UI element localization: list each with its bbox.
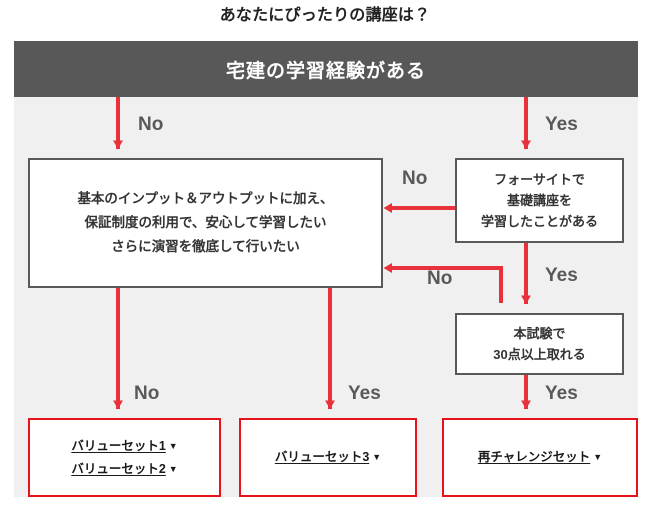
link-value-set-1[interactable]: バリューセット1 ▼ xyxy=(71,435,177,458)
result-box-value-set-3: バリューセット3 ▼ xyxy=(239,418,417,497)
flow-start-banner-label: 宅建の学習経験がある xyxy=(225,60,426,82)
edge-label-right-bottom-to-left: No xyxy=(427,268,453,289)
decision-node-left-text: 基本のインプット＆アウトプットに加え、 保証制度の利用で、安心して学習したい さ… xyxy=(77,191,334,254)
chevron-down-icon: ▼ xyxy=(168,440,178,451)
link-value-set-2-label: バリューセット2 xyxy=(71,461,166,476)
result-box-re-challenge-set: 再チャレンジセット ▼ xyxy=(442,418,638,497)
link-value-set-3[interactable]: バリューセット3 ▼ xyxy=(275,446,381,469)
edge-label-start-to-left: No xyxy=(138,114,164,135)
link-re-challenge-set-label: 再チャレンジセット xyxy=(477,450,591,464)
edge-label-right-bottom-to-result-3: Yes xyxy=(545,383,578,404)
edge-label-left-to-result-2: Yes xyxy=(348,383,381,404)
decision-node-right-top: フォーサイトで 基礎講座を 学習したことがある xyxy=(455,158,624,243)
edge-label-start-to-right-top: Yes xyxy=(545,114,578,135)
decision-node-right-bottom-text: 本試験で 30点以上取れる xyxy=(493,326,586,362)
chevron-down-icon: ▼ xyxy=(593,452,603,462)
edge-label-right-top-to-left: No xyxy=(402,168,428,189)
chevron-down-icon: ▼ xyxy=(372,452,382,462)
link-value-set-2[interactable]: バリューセット2 ▼ xyxy=(71,458,177,481)
flow-start-banner: 宅建の学習経験がある xyxy=(14,41,638,97)
edge-label-left-to-result-1: No xyxy=(134,383,160,404)
edge-label-right-top-to-right-bottom: Yes xyxy=(545,265,578,286)
decision-node-left: 基本のインプット＆アウトプットに加え、 保証制度の利用で、安心して学習したい さ… xyxy=(28,158,383,288)
link-value-set-1-label: バリューセット1 xyxy=(71,438,166,453)
link-re-challenge-set[interactable]: 再チャレンジセット ▼ xyxy=(478,446,602,469)
chevron-down-icon: ▼ xyxy=(168,463,178,474)
link-value-set-3-label: バリューセット3 xyxy=(274,450,370,464)
decision-node-right-bottom: 本試験で 30点以上取れる xyxy=(455,313,624,375)
result-box-value-set-1-2: バリューセット1 ▼ バリューセット2 ▼ xyxy=(28,418,221,497)
decision-node-right-top-text: フォーサイトで 基礎講座を 学習したことがある xyxy=(480,172,598,229)
flowchart-canvas: 宅建の学習経験がある xyxy=(14,41,638,497)
page-title: あなたにぴったりの講座は？ xyxy=(219,7,431,24)
